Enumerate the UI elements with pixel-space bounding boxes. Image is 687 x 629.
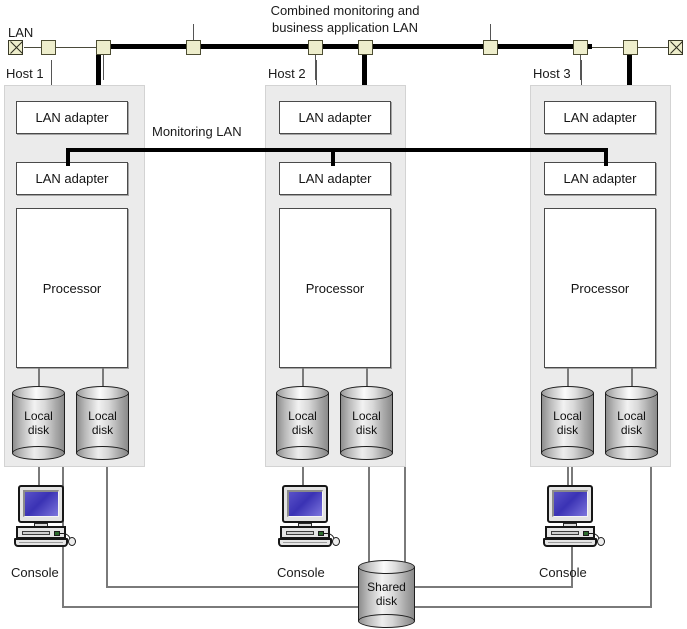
disk-label-line1: Local [617, 409, 646, 423]
processor-host2[interactable]: Processor [279, 208, 391, 368]
host-label-3: Host 3 [533, 66, 571, 81]
lan-adapter-bottom-host2[interactable]: LAN adapter [279, 162, 391, 195]
console-computer-icon-host1[interactable] [14, 485, 76, 547]
host-label-tick-1 [51, 60, 52, 85]
disk-label-line2: disk [291, 423, 314, 437]
lan-tap-stub-up-1 [193, 24, 194, 46]
console-label-host1: Console [11, 565, 59, 580]
monitoring-lan-label: Monitoring LAN [152, 124, 242, 139]
console-computer-icon-host3[interactable] [543, 485, 605, 547]
lan-bus-thin-left [24, 47, 102, 48]
lan-adapter-top-host1[interactable]: LAN adapter [16, 101, 128, 134]
lan-tap-icon-3[interactable] [186, 40, 201, 55]
shared-disk-label-line2: disk [375, 594, 398, 608]
lan-adapter-top-host2[interactable]: LAN adapter [279, 101, 391, 134]
lan-adapter-bottom-host3[interactable]: LAN adapter [544, 162, 656, 195]
disk-label-line1: Local [288, 409, 317, 423]
lan-tap-icon-8[interactable] [623, 40, 638, 55]
wire-processor-disk1-host3 [567, 368, 569, 388]
lan-drop-cable-host1 [96, 48, 101, 104]
mouse-icon [332, 537, 340, 546]
processor-host1[interactable]: Processor [16, 208, 128, 368]
host-label-1: Host 1 [6, 66, 44, 81]
disk-label-line1: Local [24, 409, 53, 423]
keyboard-icon [14, 538, 68, 547]
keyboard-icon [543, 538, 597, 547]
console-label-host3: Console [539, 565, 587, 580]
lan-drop-cable-host2 [362, 48, 367, 104]
monitoring-lan-drop-host1 [66, 148, 70, 166]
console-computer-icon-host2[interactable] [278, 485, 340, 547]
lan-title-line2: business application LAN [272, 20, 418, 35]
lan-tap-stub-down-1 [103, 54, 104, 80]
wire-console-host3 [567, 467, 569, 485]
lan-adapter-top-host3[interactable]: LAN adapter [544, 101, 656, 134]
keyboard-icon [278, 538, 332, 547]
processor-host3[interactable]: Processor [544, 208, 656, 368]
shared-disk-label-line1: Shared [367, 580, 406, 594]
console-label-host2: Console [277, 565, 325, 580]
lan-tap-stub-down-2 [315, 54, 316, 80]
lan-tap-icon-2[interactable] [96, 40, 111, 55]
lan-title-line1: Combined monitoring and [270, 3, 420, 18]
wire-processor-disk1-host2 [302, 368, 304, 388]
lan-tap-icon-4[interactable] [308, 40, 323, 55]
wire-processor-disk2-host2 [366, 368, 368, 388]
lan-label: LAN [8, 25, 34, 40]
lan-tap-stub-down-3 [580, 54, 581, 80]
lan-tap-stub-up-2 [490, 24, 491, 46]
monitor-screen [23, 490, 59, 517]
wire-host1-shared-outer-h [62, 606, 381, 608]
lan-bus-main [100, 44, 592, 49]
wire-console-host2 [302, 467, 304, 485]
monitoring-lan-bus [66, 148, 608, 152]
disk-label-line2: disk [27, 423, 50, 437]
disk-label-line2: disk [620, 423, 643, 437]
disk-label-line1: Local [352, 409, 381, 423]
monitor-screen [552, 490, 588, 517]
wire-host3-shared-outer-h [414, 606, 652, 608]
disk-label-line2: disk [556, 423, 579, 437]
wire-console-host1 [38, 467, 40, 485]
disk-label-line2: disk [91, 423, 114, 437]
wire-processor-disk2-host1 [102, 368, 104, 388]
wire-host1-shared-inner-h [106, 586, 381, 588]
host-label-tick-3 [581, 60, 582, 85]
lan-drop-cable-host3 [627, 48, 632, 104]
disk-label-line1: Local [88, 409, 117, 423]
lan-tap-icon-6[interactable] [483, 40, 498, 55]
lan-terminator-left-icon [8, 40, 23, 55]
wire-host3-shared-inner-h [414, 586, 573, 588]
host-label-2: Host 2 [268, 66, 306, 81]
lan-tap-icon-7[interactable] [573, 40, 588, 55]
wire-processor-disk1-host1 [38, 368, 40, 388]
wire-host3-shared-outer-v [650, 467, 652, 608]
monitoring-lan-drop-host3 [604, 148, 608, 166]
lan-tap-icon-1[interactable] [41, 40, 56, 55]
wire-host2-shared-right [404, 467, 406, 562]
mouse-icon [597, 537, 605, 546]
drive-slot-icon [551, 531, 579, 535]
lan-tap-icon-5[interactable] [358, 40, 373, 55]
monitor-screen [287, 490, 323, 517]
host-label-tick-2 [316, 60, 317, 85]
lan-adapter-bottom-host1[interactable]: LAN adapter [16, 162, 128, 195]
wire-processor-disk2-host3 [631, 368, 633, 388]
disk-label-line2: disk [355, 423, 378, 437]
drive-slot-icon [286, 531, 314, 535]
lan-terminator-right-icon [668, 40, 683, 55]
disk-label-line1: Local [553, 409, 582, 423]
wire-host1-shared-inner-v [106, 467, 108, 588]
monitoring-lan-drop-host2 [331, 148, 335, 166]
mouse-icon [68, 537, 76, 546]
drive-slot-icon [22, 531, 50, 535]
wire-host2-shared-left [368, 467, 370, 562]
